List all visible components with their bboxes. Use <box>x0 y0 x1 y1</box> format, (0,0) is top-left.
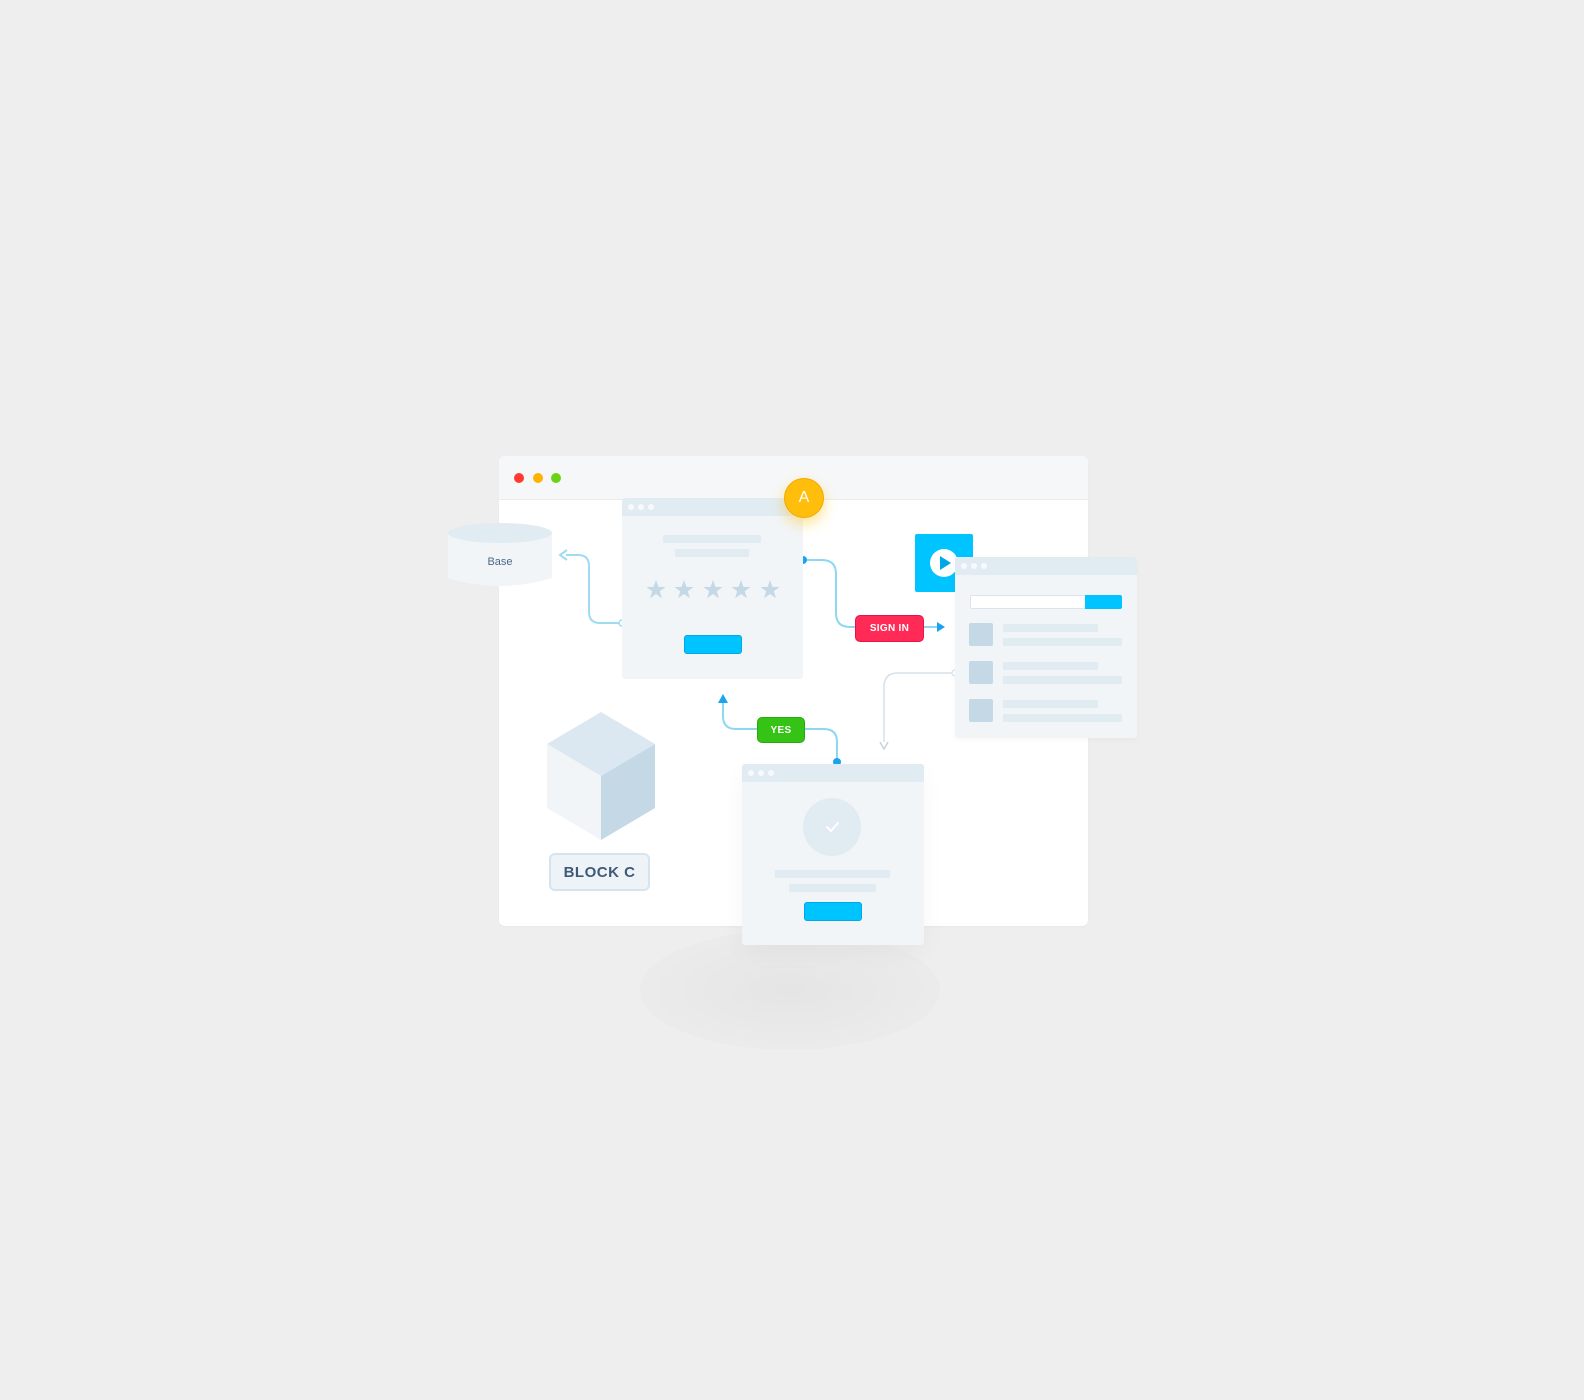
text-placeholder <box>775 870 890 878</box>
window-dot <box>648 504 654 510</box>
star-rating[interactable] <box>642 578 784 602</box>
text-placeholder <box>789 884 876 892</box>
database-cylinder-icon <box>448 523 552 586</box>
list-window-titlebar <box>955 557 1137 575</box>
text-placeholder <box>1003 662 1098 670</box>
star-icon[interactable] <box>731 580 751 599</box>
list-item-thumbnail <box>969 623 993 646</box>
text-placeholder <box>675 549 749 557</box>
success-window-titlebar <box>742 764 924 782</box>
star-icon[interactable] <box>646 580 666 599</box>
block-c-text: BLOCK C <box>563 863 636 881</box>
list-item-thumbnail <box>969 661 993 684</box>
window-dot <box>638 504 644 510</box>
yes-label: YES <box>770 724 792 736</box>
window-dot <box>768 770 774 776</box>
success-window[interactable] <box>742 764 924 945</box>
text-placeholder <box>1003 638 1122 646</box>
submit-rating-button[interactable] <box>684 635 742 654</box>
window-dot <box>758 770 764 776</box>
cube-icon <box>547 712 655 840</box>
video-tile[interactable] <box>915 534 973 592</box>
text-placeholder <box>1003 714 1122 722</box>
window-dot <box>748 770 754 776</box>
block-c-label[interactable]: BLOCK C <box>549 853 650 891</box>
window-dot <box>628 504 634 510</box>
continue-button[interactable] <box>804 902 862 921</box>
rating-window-titlebar <box>622 498 803 516</box>
list-window[interactable] <box>955 557 1137 738</box>
window-dot <box>971 563 977 569</box>
yes-edge-label[interactable]: YES <box>757 717 805 743</box>
star-icon[interactable] <box>760 580 780 599</box>
rating-window[interactable] <box>622 498 803 679</box>
close-window-dot[interactable] <box>514 473 524 483</box>
checkmark-icon <box>803 798 861 856</box>
sign-in-edge-label[interactable]: SIGN IN <box>855 615 924 642</box>
window-dot <box>961 563 967 569</box>
search-input[interactable] <box>970 595 1087 609</box>
database-label: Base <box>487 556 513 568</box>
play-icon[interactable] <box>915 534 973 592</box>
maximize-window-dot[interactable] <box>551 473 561 483</box>
drop-shadow <box>640 930 940 1050</box>
sign-in-label: SIGN IN <box>869 623 910 634</box>
list-item-thumbnail <box>969 699 993 722</box>
database-node[interactable]: Base <box>447 522 553 588</box>
text-placeholder <box>1003 676 1122 684</box>
text-placeholder <box>1003 624 1098 632</box>
minimize-window-dot[interactable] <box>533 473 543 483</box>
star-icon[interactable] <box>703 580 723 599</box>
text-placeholder <box>663 535 761 543</box>
text-placeholder <box>1003 700 1098 708</box>
avatar-letter: A <box>798 489 810 506</box>
star-icon[interactable] <box>674 580 694 599</box>
search-button[interactable] <box>1085 595 1122 609</box>
user-avatar-badge[interactable]: A <box>784 478 824 518</box>
window-dot <box>981 563 987 569</box>
